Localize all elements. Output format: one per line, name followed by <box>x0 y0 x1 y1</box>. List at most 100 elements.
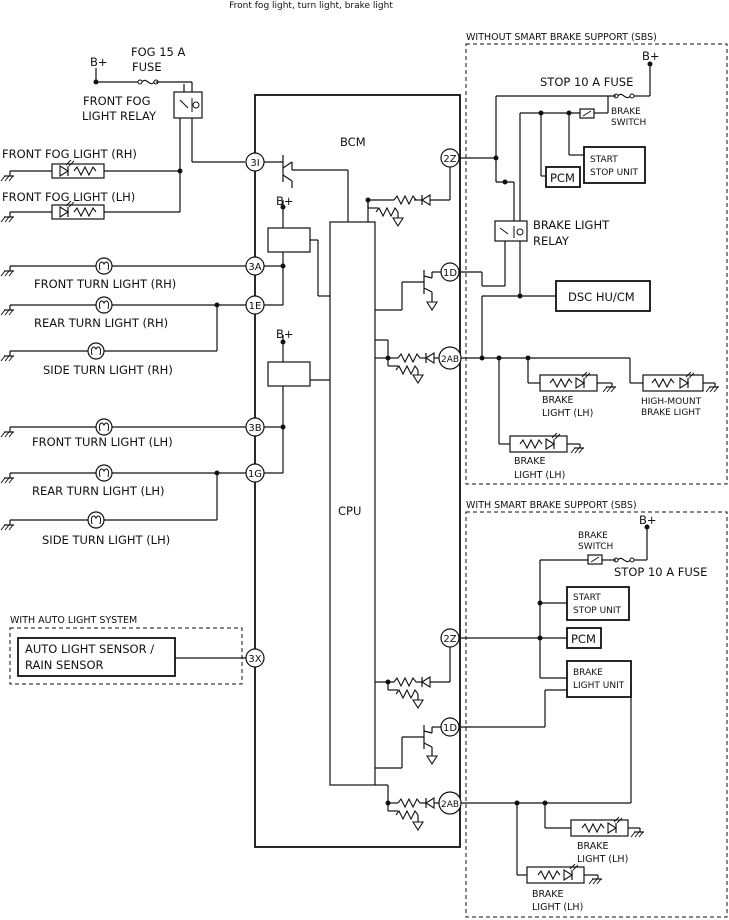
auto-light-heading: WITH AUTO LIGHT SYSTEM <box>10 615 137 626</box>
side-turn-rh-bulb <box>87 342 105 360</box>
pin-1E: 1E <box>245 295 265 315</box>
pcm-label-lower: PCM <box>571 632 596 646</box>
front-turn-rh-bulb <box>95 257 113 275</box>
fog-rh-label: FRONT FOG LIGHT (RH) <box>2 147 137 161</box>
turn-lh-section: B+ 3B FRONT TURN LIGHT (LH) 1G REAR TURN… <box>0 327 330 547</box>
fog-lh-label: FRONT FOG LIGHT (LH) <box>2 190 135 204</box>
svg-text:3I: 3I <box>250 158 259 169</box>
brake-switch-label-2: SWITCH <box>611 118 646 128</box>
pin-1G: 1G <box>245 463 265 483</box>
brake-switch-label-1-lower: BRAKE <box>578 531 608 541</box>
auto-light-sensor-box <box>17 637 176 677</box>
pin-1D-upper: 1D <box>440 262 460 282</box>
high-mount-label-2: BRAKE LIGHT <box>641 408 701 418</box>
brake-switch-label-2-lower: SWITCH <box>578 542 613 552</box>
svg-text:2AB: 2AB <box>441 355 459 365</box>
svg-text:2Z: 2Z <box>443 634 456 645</box>
dsc-hu-cm-box <box>555 280 651 312</box>
brake-label-c1: BRAKE <box>577 841 608 852</box>
brake-switch-label-1: BRAKE <box>611 107 641 117</box>
brake-label-a2: LIGHT (LH) <box>542 408 593 419</box>
start-stop-label-1-lower: START <box>573 593 601 603</box>
svg-text:1D: 1D <box>443 723 457 734</box>
with-sbs-section: WITH SMART BRAKE SUPPORT (SBS) B+ STOP 1… <box>459 500 728 918</box>
brake-light-unit-box <box>566 660 632 698</box>
auto-sensor-label-2: RAIN SENSOR <box>25 658 104 672</box>
start-stop-label-2-lower: STOP UNIT <box>573 606 622 616</box>
dsc-label: DSC HU/CM <box>568 290 635 304</box>
brake-light-unit-label-1: BRAKE <box>573 668 603 678</box>
start-stop-unit-lower <box>566 586 630 621</box>
brake-light-unit-label-2: LIGHT UNIT <box>573 681 625 691</box>
stop-fuse-label-upper: STOP 10 A FUSE <box>540 75 633 89</box>
fog-bplus-label: B+ <box>90 55 108 69</box>
svg-text:1D: 1D <box>443 268 457 279</box>
pin-2Z-upper: 2Z <box>440 148 460 168</box>
turn-lh-bplus: B+ <box>276 327 294 341</box>
brake-label-d2: LIGHT (LH) <box>532 902 583 913</box>
svg-text:1E: 1E <box>249 301 262 312</box>
brake-label-b2: LIGHT (LH) <box>514 470 565 481</box>
start-stop-label-2-upper: STOP UNIT <box>590 168 639 178</box>
brake-light-relay-label-2: RELAY <box>533 234 570 248</box>
fog-fuse-label: FOG 15 A <box>131 45 186 59</box>
svg-text:1G: 1G <box>248 469 262 480</box>
fog-fuse-icon <box>137 79 159 85</box>
turn-rh-section: B+ 3A FRONT TURN LIGHT (RH) 1E REAR TURN… <box>0 194 330 377</box>
start-stop-label-1-upper: START <box>590 155 618 165</box>
svg-text:3B: 3B <box>248 423 261 434</box>
with-sbs-bplus: B+ <box>639 513 657 527</box>
front-turn-rh-label: FRONT TURN LIGHT (RH) <box>34 277 176 291</box>
auto-sensor-label-1: AUTO LIGHT SENSOR / <box>25 642 154 656</box>
pcm-box-lower <box>566 627 602 649</box>
turn-rh-relay-block <box>267 227 311 253</box>
brake-light-lh-upper-a <box>539 374 598 392</box>
with-sbs-heading: WITH SMART BRAKE SUPPORT (SBS) <box>466 500 637 511</box>
brake-label-c2: LIGHT (LH) <box>577 854 628 865</box>
brake-label-d1: BRAKE <box>532 889 563 900</box>
stop-fuse-label-lower: STOP 10 A FUSE <box>614 565 707 579</box>
auto-light-section: WITH AUTO LIGHT SYSTEM AUTO LIGHT SENSOR… <box>9 615 265 685</box>
pin-2AB-upper: 2AB <box>438 346 462 370</box>
fog-relay-icon <box>173 91 203 119</box>
pin-3X: 3X <box>245 648 265 668</box>
side-turn-rh-label: SIDE TURN LIGHT (RH) <box>43 363 173 377</box>
pcm-label-upper: PCM <box>550 171 575 185</box>
without-sbs-heading: WITHOUT SMART BRAKE SUPPORT (SBS) <box>466 32 657 43</box>
fog-relay-label-2: LIGHT RELAY <box>82 109 157 123</box>
side-turn-lh-label: SIDE TURN LIGHT (LH) <box>42 533 170 547</box>
pin-2Z-lower: 2Z <box>440 628 460 648</box>
pin-3B: 3B <box>245 417 265 437</box>
fog-fuse-word: FUSE <box>132 60 162 74</box>
svg-text:2Z: 2Z <box>443 154 456 165</box>
rear-turn-rh-bulb <box>95 296 113 314</box>
brake-light-relay-label-1: BRAKE LIGHT <box>533 218 610 232</box>
svg-text:2AB: 2AB <box>441 800 459 810</box>
high-mount-label-1: HIGH-MOUNT <box>641 397 702 407</box>
pin-3A: 3A <box>245 256 265 276</box>
start-stop-unit-upper <box>583 146 646 184</box>
brake-light-lh-upper-b <box>509 435 568 453</box>
fog-relay-label-1: FRONT FOG <box>83 94 151 108</box>
turn-rh-bplus: B+ <box>276 194 294 208</box>
pin-3I: 3I <box>245 152 265 172</box>
svg-text:3A: 3A <box>248 262 261 273</box>
fog-section: B+ FOG 15 A FUSE FRONT FOG LIGHT RELAY F… <box>0 45 245 223</box>
brake-label-b1: BRAKE <box>514 456 545 467</box>
pcm-box-upper <box>545 166 581 188</box>
cpu-label: CPU <box>338 504 361 518</box>
brake-label-a1: BRAKE <box>542 395 573 406</box>
rear-turn-rh-label: REAR TURN LIGHT (RH) <box>34 316 168 330</box>
rear-turn-lh-bulb <box>95 464 113 482</box>
pin-2AB-lower: 2AB <box>438 791 462 815</box>
front-turn-lh-label: FRONT TURN LIGHT (LH) <box>32 435 173 449</box>
cpu-box <box>329 221 376 786</box>
pin-1D-lower: 1D <box>440 717 460 737</box>
turn-lh-relay-block <box>267 361 311 387</box>
brake-light-relay-icon <box>494 220 528 242</box>
diagram-title: Front fog light, turn light, brake light <box>229 1 393 11</box>
rear-turn-lh-label: REAR TURN LIGHT (LH) <box>32 484 165 498</box>
svg-text:3X: 3X <box>248 654 261 665</box>
side-turn-lh-bulb <box>87 511 105 529</box>
